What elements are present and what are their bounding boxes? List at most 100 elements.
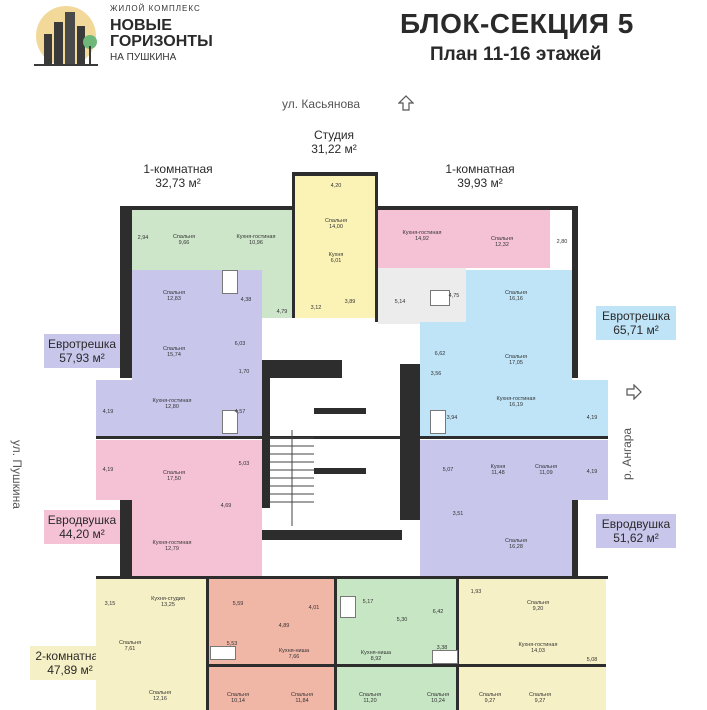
room-name: Спальня — [504, 538, 528, 544]
bathtub-icon — [430, 290, 450, 306]
bathtub-icon — [430, 410, 446, 434]
room-label: 4,57 — [234, 409, 246, 415]
street-top-label: ул. Касьянова — [282, 97, 361, 111]
room-area: 6,01 — [330, 258, 342, 264]
apartment-area: 47,89 м² — [47, 663, 93, 677]
room-area: 11,84 — [295, 698, 309, 704]
room-name: Кухня-гостиная — [152, 540, 192, 546]
room-area: 9,27 — [534, 698, 546, 704]
wall — [120, 206, 294, 210]
room-name: Кухня-ниша — [360, 650, 392, 656]
room-label: 6,03 — [234, 341, 246, 347]
room-area: 11,09 — [539, 470, 553, 476]
floor-subtitle: План 11-16 этажей — [430, 44, 602, 65]
room-label: 4,01 — [308, 605, 320, 611]
room-area: 9,27 — [484, 698, 496, 704]
room-label: 5,30 — [396, 617, 408, 623]
room-area: 9,20 — [532, 606, 544, 612]
room-area: 16,16 — [509, 296, 523, 302]
room-name: Кухня-гостиная — [496, 396, 536, 402]
apartment-name: 1-комнатная — [143, 162, 213, 176]
apartment-area: 31,22 м² — [311, 142, 357, 156]
room-label: 2,80 — [556, 239, 568, 245]
room-label: 4,79 — [276, 309, 288, 315]
logo-title-line1: НОВЫЕ — [110, 17, 172, 34]
room-area: 12,32 — [495, 242, 509, 248]
apartment-name: 1-комнатная — [445, 162, 515, 176]
room-label: 5,08 — [586, 657, 598, 663]
room-area: 9,66 — [178, 240, 190, 246]
apartment-1room-left-label: 1-комнатная 32,73 м² — [140, 162, 216, 190]
room-area: 16,19 — [509, 402, 523, 408]
apartment-area: 44,20 м² — [59, 527, 105, 541]
logo-title: НОВЫЕ ГОРИЗОНТЫ — [110, 18, 213, 50]
room-name: Спальня — [490, 236, 514, 242]
room-area: 12,79 — [165, 546, 179, 552]
room-label: 5,17 — [362, 599, 374, 605]
wall — [206, 664, 606, 667]
apartment-name: Евродвушка — [47, 513, 117, 527]
wall — [292, 172, 378, 176]
wall — [572, 500, 578, 578]
room-area: 12,16 — [153, 696, 167, 702]
room-area: 14,00 — [329, 224, 343, 230]
apartment-euro2-right-label: Евродвушка 51,62 м² — [596, 514, 676, 548]
room-name: Кухня-гостиная — [402, 230, 442, 236]
room-name: Спальня — [504, 290, 528, 296]
room-area: 10,24 — [431, 698, 445, 704]
wall — [96, 576, 608, 579]
room-name: Спальня — [478, 692, 502, 698]
apartment-name: Студия — [313, 128, 355, 142]
apartment-area: 51,62 м² — [613, 531, 659, 545]
euro3-left-area — [132, 270, 262, 438]
room-label: 5,53 — [226, 641, 238, 647]
room-label: 5,59 — [232, 601, 244, 607]
room-label: 4,89 — [278, 623, 290, 629]
room-area: 14,03 — [531, 648, 545, 654]
room-label: 4,20 — [330, 183, 342, 189]
bathtub-icon — [210, 646, 236, 660]
logo-subtitle: НА ПУШКИНА — [110, 52, 177, 63]
apartment-name: Евродвушка — [601, 517, 671, 531]
room-label: 3,94 — [446, 415, 458, 421]
apartment-area: 32,73 м² — [155, 176, 201, 190]
room-name: Спальня — [426, 692, 450, 698]
room-area: 10,96 — [249, 240, 263, 246]
logo-caption: ЖИЛОЙ КОМПЛЕКС — [110, 4, 201, 13]
room-area: 7,61 — [124, 646, 136, 652]
room-area: 14,92 — [415, 236, 429, 242]
euro2-right-balcony — [572, 440, 608, 500]
wall — [262, 530, 402, 540]
room-name: Спальня — [290, 692, 314, 698]
wall — [375, 176, 378, 322]
staircase-icon — [270, 430, 314, 526]
room-name: Спальня — [324, 218, 348, 224]
room-name: Кухня — [328, 252, 344, 258]
one-room-right-area — [378, 210, 550, 268]
room-name: Спальня — [504, 354, 528, 360]
room-name: Кухня-гостиная — [236, 234, 276, 240]
room-area: 12,83 — [167, 296, 181, 302]
room-name: Кухня-гостиная — [152, 398, 192, 404]
room-label: 3,15 — [104, 601, 116, 607]
bathtub-icon — [222, 270, 238, 294]
apartment-name: 2-комнатная — [35, 649, 105, 663]
room-name: Кухня — [490, 464, 506, 470]
room-area: 11,48 — [491, 470, 505, 476]
room-name: Спальня — [226, 692, 250, 698]
